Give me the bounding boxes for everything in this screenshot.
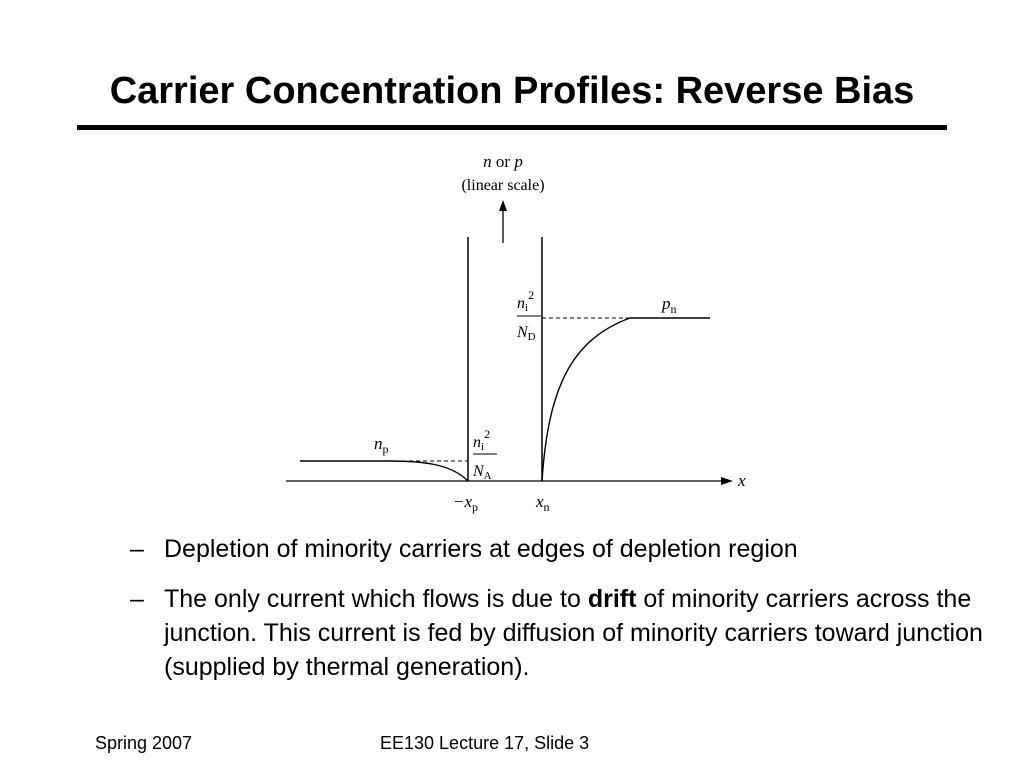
svg-text:NA: NA xyxy=(472,463,492,482)
bullet-item: – The only current which flows is due to… xyxy=(130,582,990,684)
left-edge-label: −xp xyxy=(453,492,478,514)
bullet-dash: – xyxy=(130,585,144,613)
svg-text:ND: ND xyxy=(516,324,536,343)
y-axis-sublabel: (linear scale) xyxy=(461,177,544,194)
np-profile-curve xyxy=(300,460,469,482)
pn-profile-curve xyxy=(541,317,710,482)
bullet-item: – Depletion of minority carriers at edge… xyxy=(130,532,990,566)
bullet-list: – Depletion of minority carriers at edge… xyxy=(130,532,990,700)
bullet-dash: – xyxy=(130,535,144,563)
carrier-profile-diagram: n or p (linear scale) x np pn ni2 NA ni2 xyxy=(286,152,746,514)
ni2-over-NA-label: ni2 NA xyxy=(472,427,497,482)
right-edge-label: xn xyxy=(535,492,550,514)
slide-title: Carrier Concentration Profiles: Reverse … xyxy=(109,70,915,112)
ni2-over-ND-label: ni2 ND xyxy=(516,288,541,343)
bullet-text: The only current which flows is due to d… xyxy=(164,585,983,681)
y-axis-label: n or p xyxy=(483,152,523,171)
svg-text:ni2: ni2 xyxy=(473,427,490,453)
x-axis-arrow-head xyxy=(721,477,733,485)
title-underline xyxy=(77,125,947,130)
footer-left: Spring 2007 xyxy=(95,733,193,753)
np-label: np xyxy=(374,434,389,456)
x-axis-label: x xyxy=(737,471,746,490)
y-axis-arrow-head xyxy=(499,200,507,211)
footer-center: EE130 Lecture 17, Slide 3 xyxy=(380,733,590,753)
svg-text:ni2: ni2 xyxy=(517,288,534,314)
pn-label: pn xyxy=(661,294,677,316)
bullet-text: Depletion of minority carriers at edges … xyxy=(164,535,798,563)
bold-term: drift xyxy=(587,585,637,613)
